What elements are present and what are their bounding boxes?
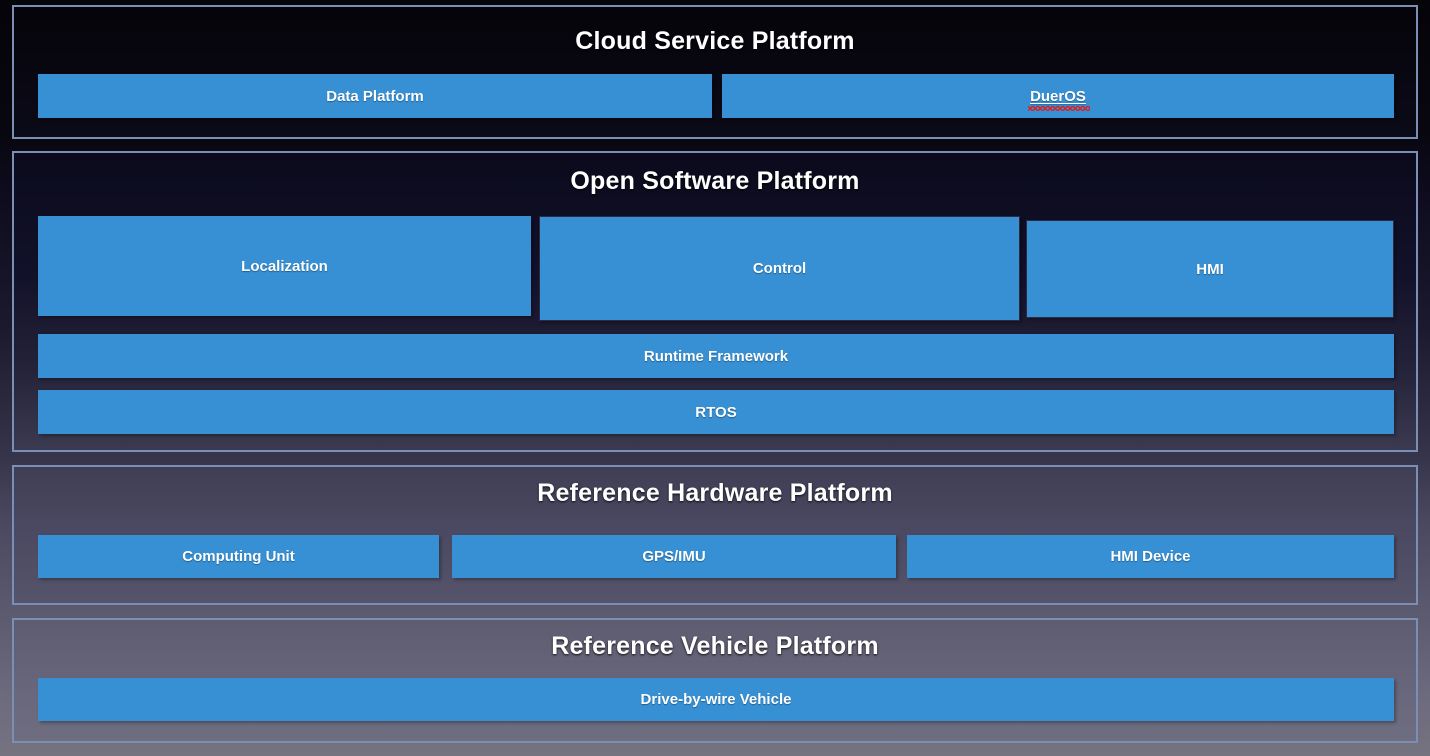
layer-panel-cloud-service-platform: Cloud Service Platform Data Platform Due… xyxy=(12,5,1418,139)
component-box-computing-unit[interactable]: Computing Unit xyxy=(38,535,439,578)
misspelled-word-dueros: DuerOS xyxy=(1028,87,1090,111)
component-box-rtos[interactable]: RTOS xyxy=(38,390,1394,434)
layer-title-reference-hardware-platform: Reference Hardware Platform xyxy=(537,479,893,507)
component-box-control[interactable]: Control xyxy=(539,216,1020,321)
component-box-dueros[interactable]: DuerOS xyxy=(722,74,1394,118)
component-box-drive-by-wire-vehicle[interactable]: Drive-by-wire Vehicle xyxy=(38,678,1394,721)
layer-title-open-software-platform: Open Software Platform xyxy=(570,167,860,195)
layer-title-reference-vehicle-platform: Reference Vehicle Platform xyxy=(551,632,879,660)
component-box-runtime-framework[interactable]: Runtime Framework xyxy=(38,334,1394,378)
component-box-hmi-device[interactable]: HMI Device xyxy=(907,535,1394,578)
layer-panel-reference-hardware-platform: Reference Hardware Platform Computing Un… xyxy=(12,465,1418,605)
layer-title-cloud-service-platform: Cloud Service Platform xyxy=(575,27,855,55)
component-box-gps-imu[interactable]: GPS/IMU xyxy=(452,535,896,578)
component-box-hmi[interactable]: HMI xyxy=(1026,220,1394,318)
component-box-data-platform[interactable]: Data Platform xyxy=(38,74,712,118)
layer-panel-open-software-platform: Open Software Platform Localization Cont… xyxy=(12,151,1418,452)
layer-panel-reference-vehicle-platform: Reference Vehicle Platform Drive-by-wire… xyxy=(12,618,1418,743)
component-box-localization[interactable]: Localization xyxy=(38,216,531,316)
